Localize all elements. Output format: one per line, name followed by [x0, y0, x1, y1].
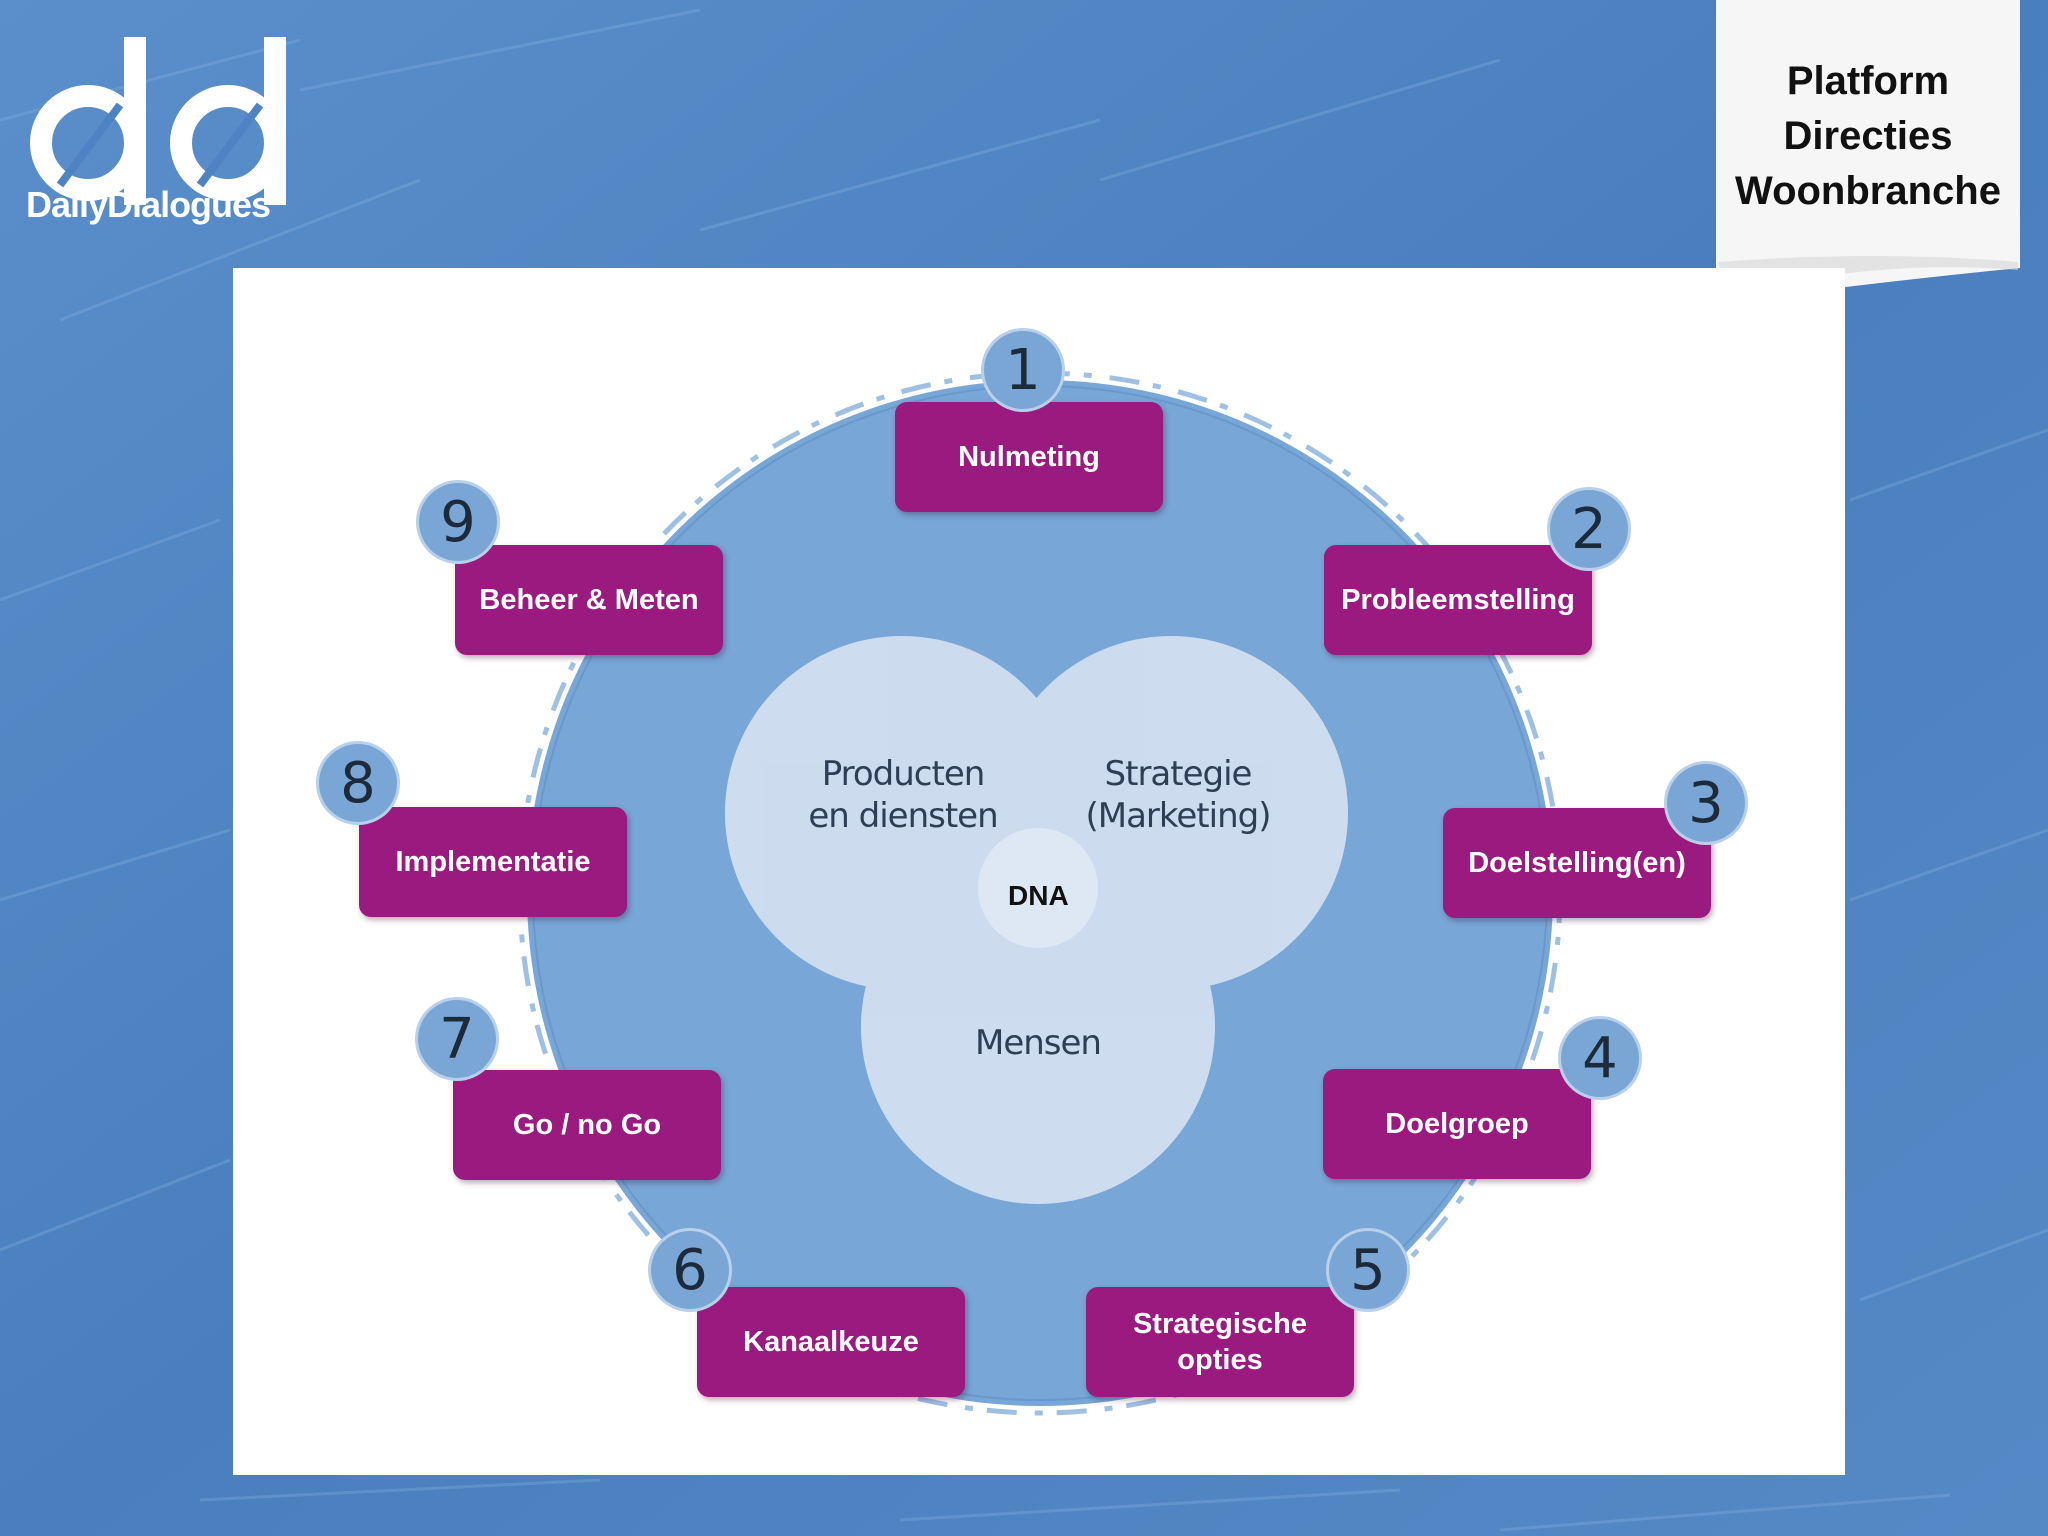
step-box-8: Implementatie — [359, 807, 627, 917]
diagram-panel: Producten en diensten Strategie (Marketi… — [233, 268, 1845, 1475]
header-title-line-3: Woonbranche — [1735, 169, 2001, 213]
step-number-1: 1 — [984, 331, 1062, 409]
dd-logo-icon — [30, 37, 286, 205]
venn-label-products-line-2: en diensten — [808, 796, 998, 836]
cycle-diagram — [517, 370, 1563, 1416]
venn-label-strategy-line-2: (Marketing) — [1085, 796, 1272, 836]
venn-label-products-line-1: Producten — [821, 754, 986, 794]
step-number-7: 7 — [418, 1000, 496, 1078]
step-box-2: Probleemstelling — [1324, 545, 1592, 655]
step-box-1: Nulmeting — [895, 402, 1163, 512]
venn-label-products: Producten en diensten — [773, 753, 1033, 837]
step-box-3: Doelstelling(en) — [1443, 808, 1711, 918]
step-box-5-line-1: Strategische — [1132, 1308, 1308, 1340]
step-box-5-line-2: opties — [1177, 1344, 1263, 1376]
venn-circle-people — [861, 850, 1215, 1204]
step-box-7: Go / no Go — [453, 1070, 721, 1180]
venn-overlap-highlight — [978, 828, 1098, 948]
step-number-2: 2 — [1550, 490, 1628, 568]
step-number-5: 5 — [1329, 1231, 1407, 1309]
step-number-8: 8 — [319, 744, 397, 822]
step-number-3: 3 — [1667, 764, 1745, 842]
step-box-4: Doelgroep — [1323, 1069, 1591, 1179]
venn-diagram — [725, 636, 1348, 1204]
step-number-6: 6 — [651, 1231, 729, 1309]
venn-label-people: Mensen — [975, 1023, 1102, 1063]
header-title-line-2: Directies — [1783, 114, 1953, 158]
step-box-9: Beheer & Meten — [455, 545, 723, 655]
venn-label-strategy-line-1: Strategie — [1104, 754, 1253, 794]
step-box-6: Kanaalkeuze — [697, 1287, 965, 1397]
header-card-shape — [1716, 0, 2020, 300]
venn-label-strategy: Strategie (Marketing) — [1048, 753, 1308, 837]
header-title-line-1: Platform — [1786, 59, 1950, 103]
step-number-4: 4 — [1561, 1019, 1639, 1097]
header-title: Platform Directies Woonbranche — [1716, 54, 2020, 219]
venn-label-dna: DNA — [1008, 880, 1069, 911]
step-box-5: Strategische opties — [1086, 1287, 1354, 1397]
header-card: Platform Directies Woonbranche — [1716, 0, 2020, 300]
step-number-9: 9 — [419, 483, 497, 561]
brand-name: DailyDialogues — [26, 184, 271, 225]
